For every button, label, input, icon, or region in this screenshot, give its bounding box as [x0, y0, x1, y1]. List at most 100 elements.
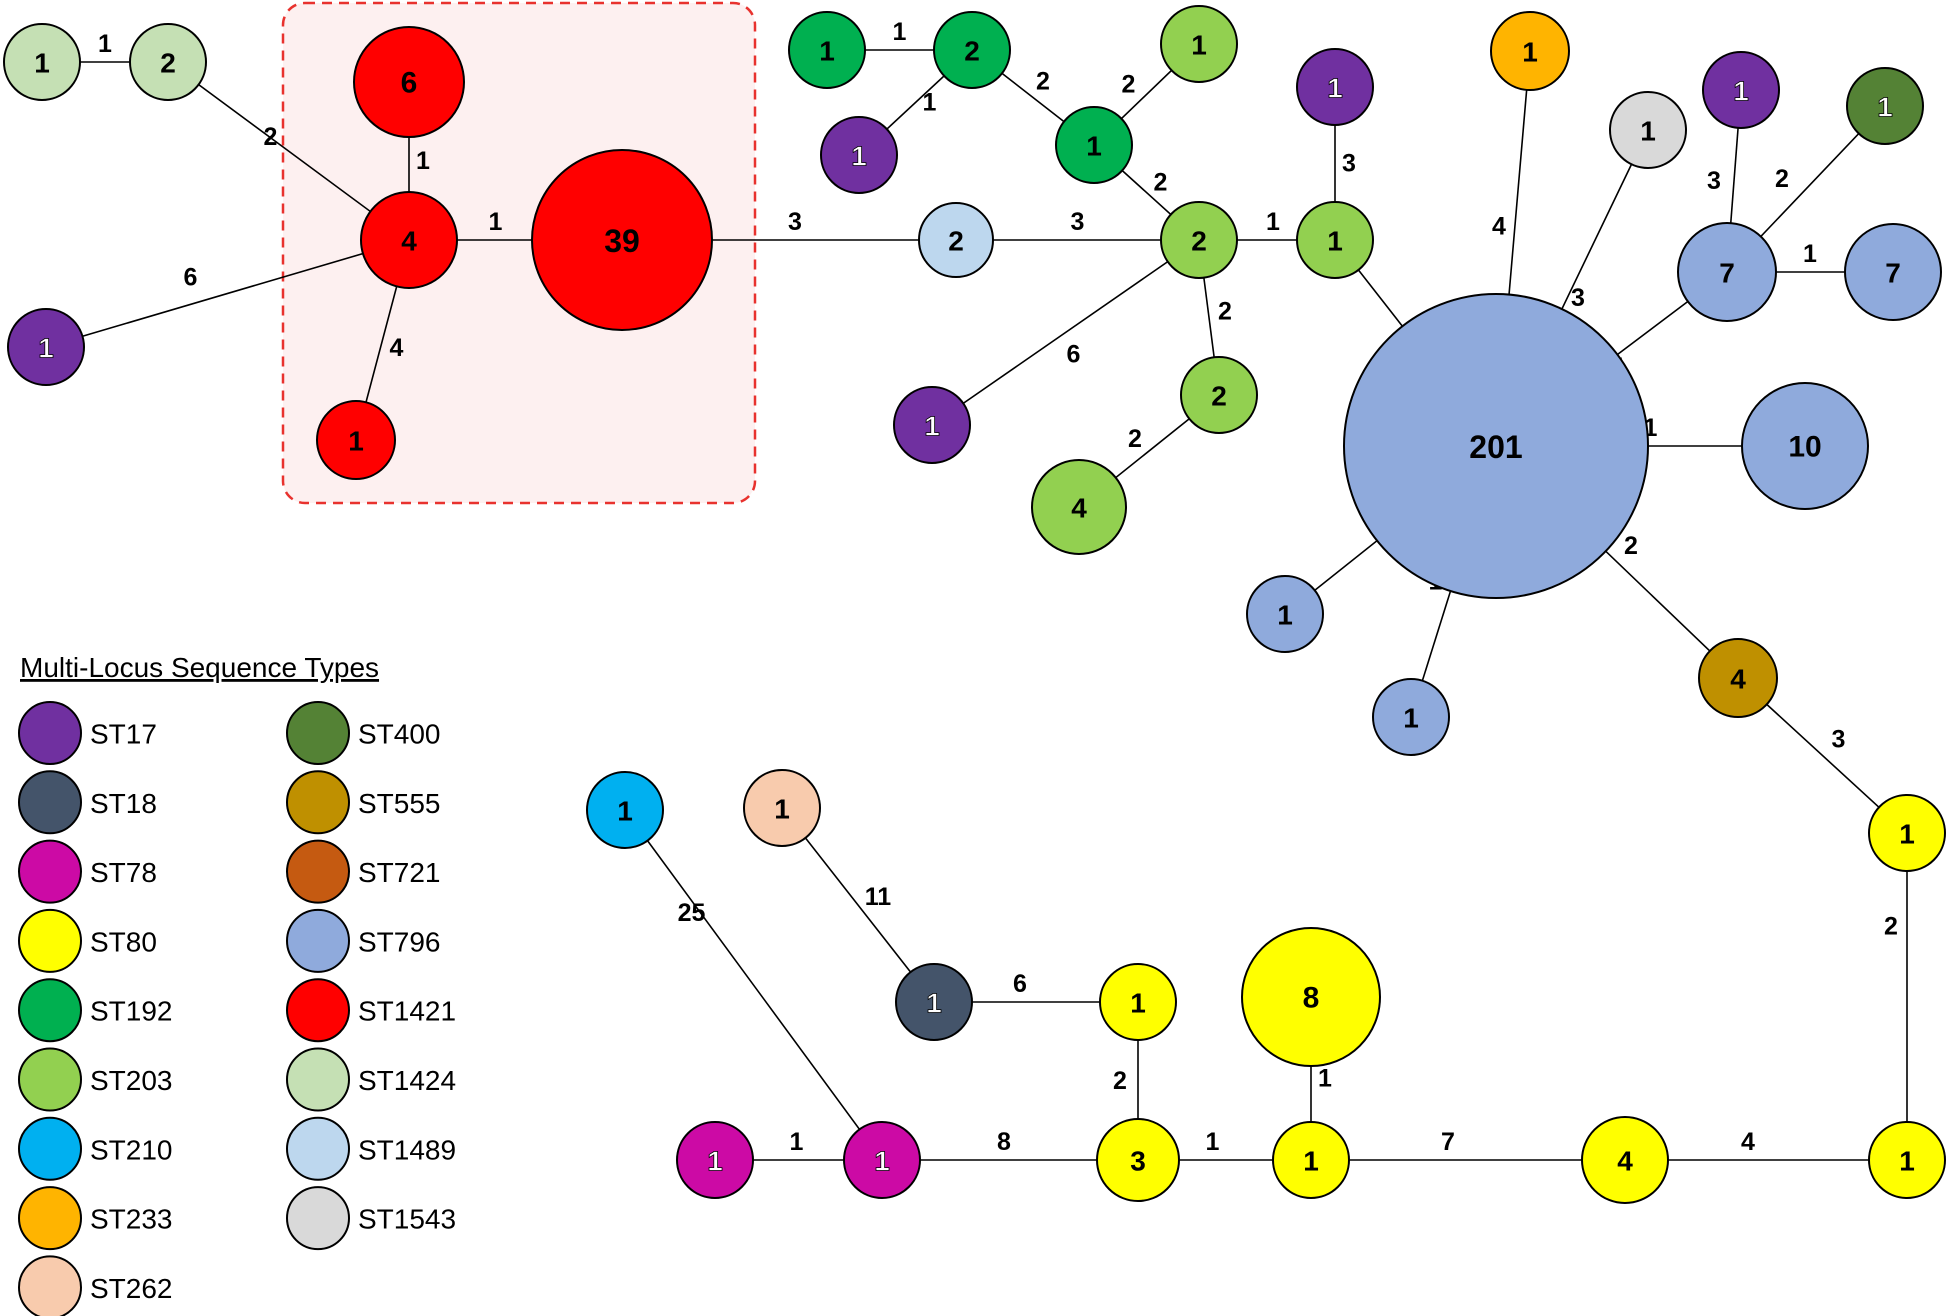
node-count: 1	[1130, 988, 1146, 1019]
edge-label: 7	[1441, 1128, 1455, 1156]
node-circle	[1296, 48, 1374, 126]
edge-label: 1	[1318, 1065, 1332, 1093]
edge-n262-n18	[781, 807, 935, 1003]
node-circle	[1272, 1121, 1350, 1199]
node-circle	[918, 202, 994, 278]
node-st80: 4	[1581, 1116, 1669, 1204]
node-circle	[1296, 201, 1374, 279]
legend-item-st1421: ST1421	[286, 978, 456, 1043]
node-count: 2	[1211, 381, 1227, 412]
legend-label: ST18	[90, 788, 157, 819]
edge-label: 1	[1803, 240, 1817, 268]
legend-swatch	[18, 1047, 82, 1112]
legend-label: ST80	[90, 926, 157, 957]
legend-swatch	[286, 978, 350, 1043]
node-st203: 4	[1031, 459, 1127, 555]
node-count: 39	[604, 223, 640, 259]
edge-label: 3	[1071, 208, 1085, 236]
node-st18: 1	[895, 963, 973, 1041]
edge-label: 11	[865, 883, 892, 911]
node-st1424: 2	[129, 23, 207, 101]
edge-label: 1	[790, 1128, 804, 1156]
legend-item-st17: ST17	[18, 701, 157, 765]
node-st796: 7	[1677, 222, 1777, 322]
legend-swatch	[18, 1186, 82, 1251]
node-count: 1	[617, 796, 633, 827]
node-circle	[1741, 382, 1869, 510]
legend-swatch	[18, 908, 82, 973]
edge-label: 2	[264, 123, 278, 151]
node-count: 1	[1403, 703, 1419, 734]
edge-label: 1	[489, 208, 503, 236]
node-circle	[360, 191, 458, 289]
legend-swatch	[286, 839, 350, 904]
node-st78: 1	[843, 1121, 921, 1199]
node-st80: 1	[1099, 963, 1177, 1041]
legend-item-st1543: ST1543	[286, 1186, 456, 1251]
node-st1543: 1	[1609, 91, 1687, 169]
node-st17: 1	[893, 386, 971, 464]
node-circle	[129, 23, 207, 101]
node-circle	[531, 149, 713, 331]
legend-item-st721: ST721	[286, 839, 441, 904]
node-count: 1	[34, 48, 50, 79]
legend-label: ST796	[358, 926, 441, 957]
node-count: 1	[1327, 73, 1343, 104]
node-circle	[843, 1121, 921, 1199]
edge-n1421_4-n17a	[45, 239, 410, 348]
edge-label: 2	[1884, 913, 1898, 941]
legend-item-st203: ST203	[18, 1047, 173, 1112]
legend-label: ST203	[90, 1065, 173, 1096]
node-st80: 1	[1868, 1121, 1946, 1199]
edge-label: 1	[98, 30, 112, 58]
legend-item-st78: ST78	[18, 839, 157, 904]
node-count: 8	[1303, 982, 1320, 1015]
edge-label: 4	[390, 334, 404, 362]
legend-swatch	[286, 1186, 350, 1251]
node-count: 3	[1130, 1146, 1146, 1177]
node-circle	[1677, 222, 1777, 322]
node-st17: 1	[820, 116, 898, 194]
node-count: 1	[1191, 30, 1207, 61]
node-count: 1	[1877, 92, 1893, 123]
legend-title: Multi-Locus Sequence Types	[20, 652, 379, 683]
edge-label: 2	[1113, 1067, 1127, 1095]
legend-label: ST1543	[358, 1204, 456, 1235]
node-count: 4	[401, 226, 417, 257]
legend-label: ST721	[358, 857, 441, 888]
node-count: 7	[1885, 258, 1901, 289]
legend-item-st192: ST192	[18, 978, 173, 1043]
node-st17: 1	[1702, 51, 1780, 129]
node-st80: 8	[1241, 927, 1381, 1067]
node-count: 7	[1719, 258, 1735, 289]
legend-item-st18: ST18	[18, 770, 157, 835]
legend-swatch	[18, 978, 82, 1043]
node-count: 1	[851, 141, 867, 172]
edge-label: 3	[788, 208, 802, 236]
node-count: 1	[926, 988, 942, 1019]
node-st203: 1	[1296, 201, 1374, 279]
legend-swatch	[18, 839, 82, 904]
node-st796: 201	[1343, 293, 1649, 599]
node-count: 1	[1733, 76, 1749, 107]
node-count: 1	[1086, 131, 1102, 162]
legend-item-st1424: ST1424	[286, 1047, 456, 1112]
node-count: 4	[1617, 1146, 1633, 1177]
node-count: 1	[707, 1146, 723, 1177]
edge-label: 3	[1832, 726, 1846, 754]
legend-item-st1489: ST1489	[286, 1116, 456, 1181]
node-st80: 1	[1272, 1121, 1350, 1199]
legend-swatch	[286, 770, 350, 835]
node-st1421: 6	[353, 26, 465, 138]
node-count: 1	[348, 426, 364, 457]
node-circle	[1096, 1118, 1180, 1202]
edge-n203b-n17d	[931, 239, 1200, 426]
legend-label: ST78	[90, 857, 157, 888]
edge-label: 1	[923, 89, 937, 117]
node-st17: 1	[7, 308, 85, 386]
node-circle	[1031, 459, 1127, 555]
node-circle	[895, 963, 973, 1041]
edge-label: 2	[1624, 532, 1638, 560]
node-st796: 1	[1372, 678, 1450, 756]
